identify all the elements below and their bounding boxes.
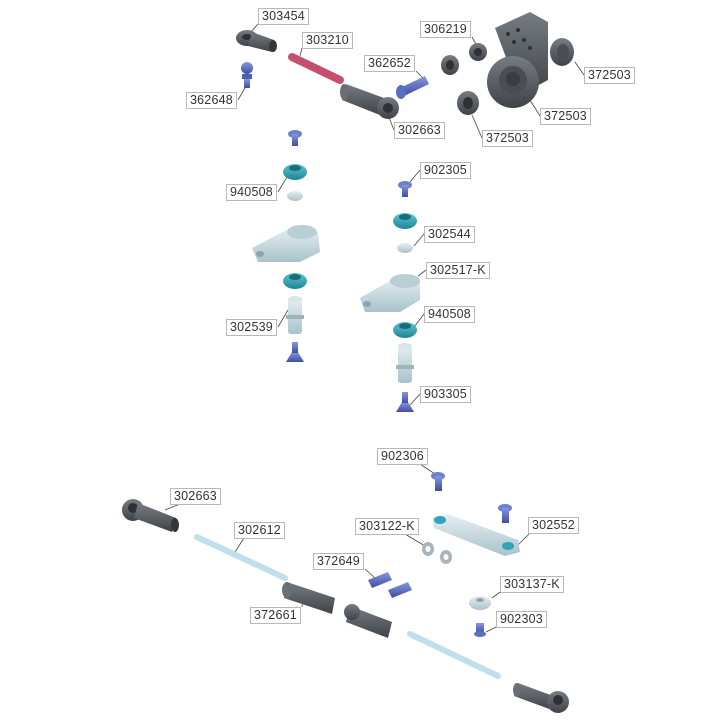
- part-label: 302544: [424, 226, 475, 243]
- studs-372649: [368, 572, 412, 598]
- rod-end-302663-top: [340, 84, 399, 119]
- part-label: 303137-K: [500, 576, 564, 593]
- part-label: 940508: [226, 184, 277, 201]
- bearing-left-lower: [283, 273, 307, 289]
- spacer-302544: [397, 243, 413, 253]
- part-label: 302539: [226, 319, 277, 336]
- steering-arm-left: [252, 225, 320, 262]
- post-302539: [286, 296, 304, 334]
- bearing-940508-a: [283, 164, 307, 180]
- part-label: 362652: [364, 55, 415, 72]
- part-label: 302552: [528, 517, 579, 534]
- bearing-940508-b: [393, 322, 417, 338]
- part-label: 903305: [420, 386, 471, 403]
- screw-left-bottom: [286, 342, 304, 362]
- turnbuckle-rod-303210: [288, 53, 344, 84]
- part-label: 372503: [482, 130, 533, 147]
- screw-left-top: [288, 130, 302, 146]
- rod-end-302663-bottom: [122, 499, 179, 532]
- ball-stud-362652: [396, 76, 429, 99]
- washers-303122-K: [422, 542, 452, 564]
- ball-stud-362648: [241, 62, 253, 88]
- part-label: 902305: [420, 162, 471, 179]
- part-label: 302612: [234, 522, 285, 539]
- part-label: 372661: [250, 607, 301, 624]
- rod-end-372661: [282, 582, 392, 638]
- screw-902306: [431, 472, 445, 491]
- steering-arm-302517-K: [360, 274, 420, 312]
- turnbuckle-rod-lower: [407, 631, 501, 679]
- screw-903305: [396, 392, 414, 412]
- part-label: 303210: [302, 32, 353, 49]
- rod-end-lower-right: [513, 683, 569, 713]
- nut-306219: [469, 43, 487, 61]
- part-label: 303454: [258, 8, 309, 25]
- screw-plate: [498, 504, 512, 523]
- part-label: 940508: [424, 306, 475, 323]
- spacer-left: [287, 191, 303, 201]
- part-label: 902303: [496, 611, 547, 628]
- nut-372503-a: [441, 55, 459, 75]
- turnbuckle-rod-302612: [194, 534, 288, 581]
- part-label: 372503: [540, 108, 591, 125]
- screw-902305: [398, 181, 412, 197]
- part-label: 302517-K: [426, 262, 490, 279]
- plate-302552: [432, 514, 520, 556]
- part-label: 302663: [394, 122, 445, 139]
- nut-372503-b: [457, 91, 479, 115]
- part-label: 302663: [170, 488, 221, 505]
- rod-end-303454: [236, 30, 277, 52]
- part-label: 303122-K: [355, 518, 419, 535]
- part-label: 306219: [420, 21, 471, 38]
- part-label: 362648: [186, 92, 237, 109]
- part-label: 372503: [584, 67, 635, 84]
- servo-saver-372503: [487, 12, 548, 108]
- bearing-right-top: [393, 213, 417, 229]
- leader-lines: [164, 23, 585, 633]
- part-label: 372649: [313, 553, 364, 570]
- screw-902303: [474, 623, 486, 637]
- post-right: [396, 343, 414, 383]
- spacer-303137-K: [469, 596, 491, 610]
- gear-372503: [550, 38, 574, 66]
- part-label: 902306: [377, 448, 428, 465]
